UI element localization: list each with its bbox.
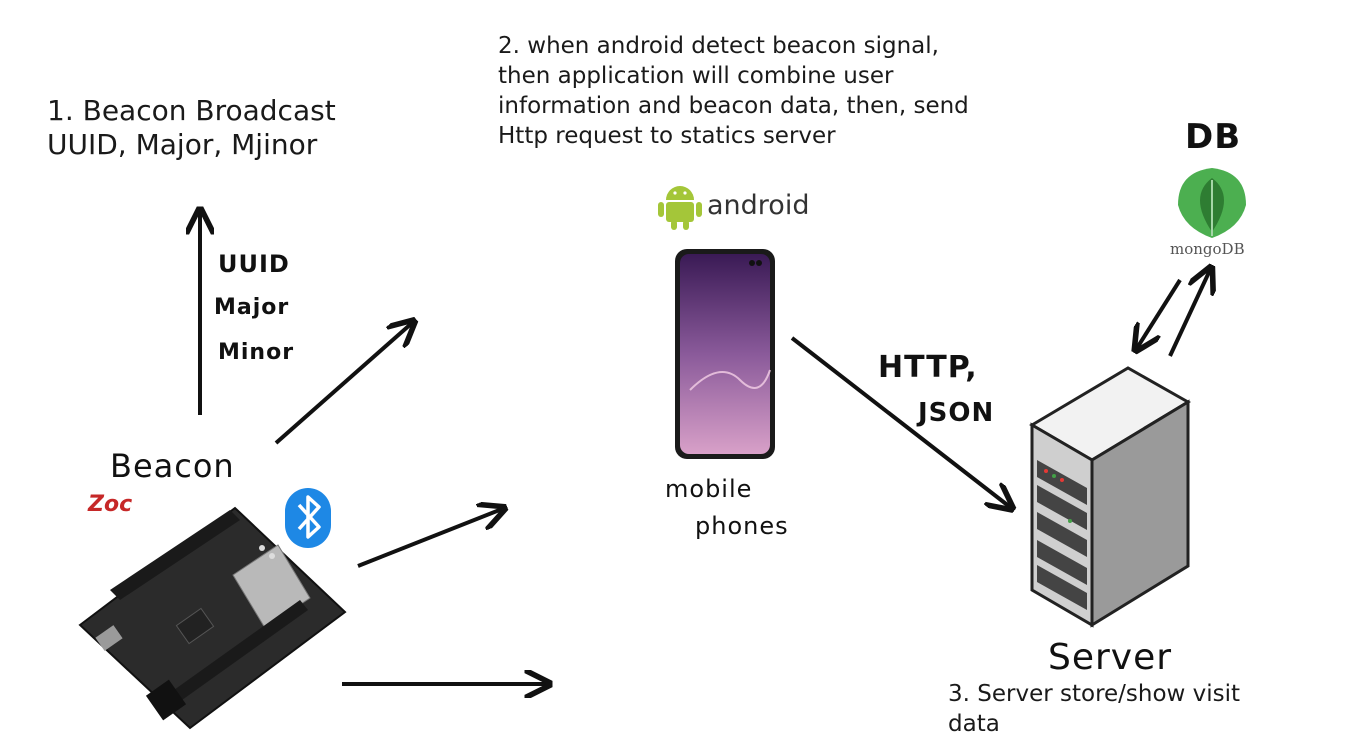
db-label: DB: [1185, 117, 1242, 157]
arrow-phone-to-server: [790, 336, 1010, 507]
json-label: JSON: [918, 398, 995, 428]
bluetooth-icon: [285, 488, 331, 548]
major-label: Major: [214, 295, 290, 320]
step1-label: 1. Beacon Broadcast UUID, Major, Mjinor: [47, 94, 336, 161]
phones-label: phones: [695, 512, 789, 540]
beacon-board-image: [78, 506, 347, 730]
mobile-label: mobile: [665, 475, 753, 503]
beacon-label: Beacon: [110, 447, 235, 485]
arrow-db-to-server: [1137, 278, 1182, 348]
arrow-server-to-db: [1168, 270, 1210, 357]
mongodb-leaf-icon: [1178, 168, 1246, 238]
http-label: HTTP,: [878, 350, 978, 385]
arrow-diag-up: [274, 323, 412, 445]
mongodb-wordmark: mongoDB: [1170, 240, 1245, 258]
step3-label: 3. Server store/show visit data: [948, 681, 1241, 737]
arrow-mid: [357, 509, 502, 568]
android-robot-icon: [658, 186, 702, 230]
zoc-logo: Zoc: [88, 492, 133, 517]
server-label: Server: [1048, 637, 1173, 678]
step2-label: 2. when android detect beacon signal, th…: [498, 33, 969, 149]
android-wordmark: android: [707, 190, 810, 221]
server-image: [1029, 366, 1191, 628]
mobile-phone-image: [675, 249, 775, 459]
minor-label: Minor: [218, 340, 295, 365]
uuid-label: UUID: [218, 250, 290, 278]
